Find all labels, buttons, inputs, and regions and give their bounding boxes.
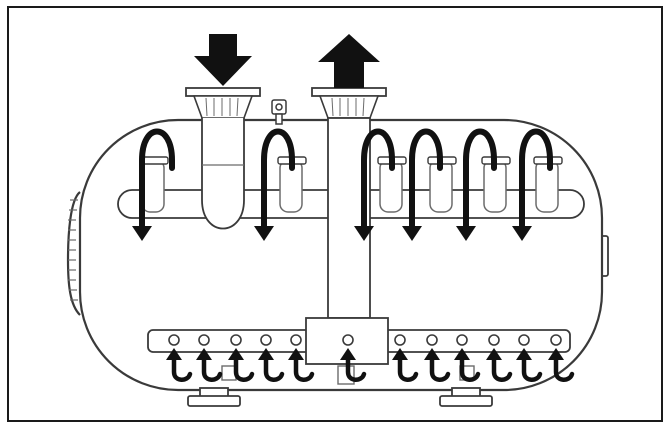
curved-flow-arrow-icon [409, 128, 443, 231]
curved-flow-arrow-icon [463, 128, 497, 231]
lower-flow-arrows [171, 353, 575, 382]
diagram-frame [7, 6, 663, 422]
arrowhead-icon [166, 348, 182, 360]
arrowhead-icon [486, 348, 502, 360]
arrowhead-icon [196, 348, 212, 360]
end-cap-ribs [68, 199, 78, 301]
curved-flow-arrow-icon [139, 128, 175, 231]
curved-flow-arrow-icon [491, 353, 513, 382]
arrowhead-icon [456, 226, 476, 241]
air-relief-valve [271, 99, 287, 125]
arrowhead-icon [424, 348, 440, 360]
arrowhead-icon [354, 226, 374, 241]
arrowhead-icon [454, 348, 470, 360]
curved-flow-arrow-icon [519, 128, 553, 231]
curved-flow-arrow-icon [397, 353, 419, 382]
curved-flow-arrow-icon [171, 353, 193, 382]
arrowhead-icon [254, 226, 274, 241]
arrowhead-icon [516, 348, 532, 360]
upper-flow-arrows [139, 128, 553, 231]
curved-flow-arrow-icon [233, 353, 255, 382]
arrowhead-icon [340, 348, 356, 360]
curved-flow-arrow-icon [521, 353, 543, 382]
arrow-down-icon [194, 34, 252, 86]
curved-flow-arrow-icon [261, 128, 295, 231]
arrowhead-icon [288, 348, 304, 360]
arrowhead-icon [548, 348, 564, 360]
lower-flow-arrowheads [166, 348, 564, 360]
arrowhead-icon [512, 226, 532, 241]
curved-flow-arrow-icon [263, 353, 285, 382]
arrowhead-icon [258, 348, 274, 360]
curved-flow-arrow-icon [553, 353, 575, 382]
upper-flow-arrowheads [132, 226, 532, 241]
support-legs [187, 387, 493, 407]
arrowhead-icon [132, 226, 152, 241]
arrowhead-icon [228, 348, 244, 360]
curved-flow-arrow-icon [361, 128, 395, 231]
curved-flow-arrow-icon [429, 353, 451, 382]
inlet-pipe [185, 87, 261, 230]
curved-flow-arrow-icon [201, 353, 223, 382]
arrow-up-icon [318, 34, 380, 88]
curved-flow-arrow-icon [345, 353, 367, 382]
curved-flow-arrow-icon [459, 353, 481, 382]
arrowhead-icon [392, 348, 408, 360]
upper-laterals [141, 159, 559, 213]
lower-lateral-nozzles [168, 334, 562, 346]
curved-flow-arrow-icon [293, 353, 315, 382]
arrowhead-icon [402, 226, 422, 241]
